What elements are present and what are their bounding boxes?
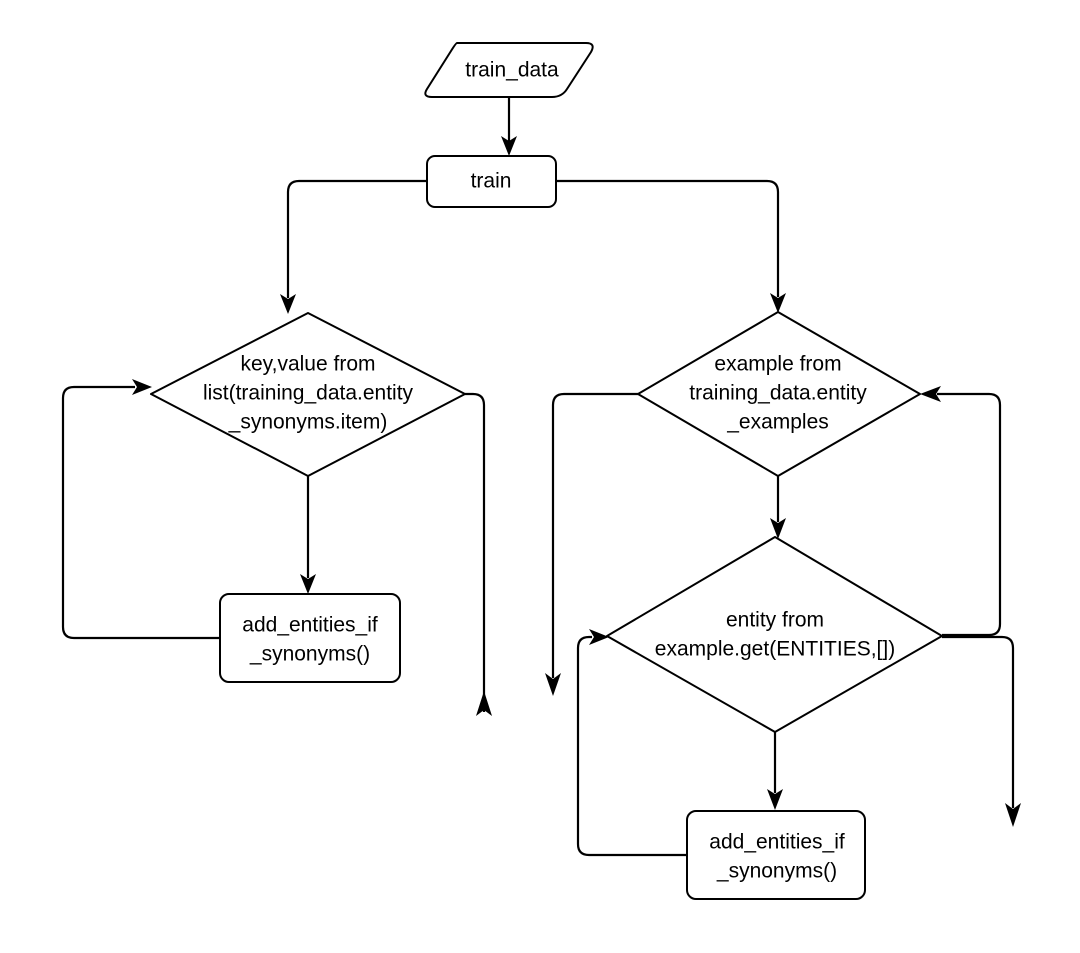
loop-entity-example-get-entities-label-line1: entity from bbox=[726, 609, 824, 632]
edge-add-entities-right-back-to-loop-entities bbox=[576, 629, 687, 857]
loop-key-value-entity-synonyms-label-line3: _synonyms.item) bbox=[228, 411, 388, 434]
edge-loop-entities-to-add-entities-right bbox=[767, 732, 783, 810]
loop-key-value-entity-synonyms-label-line2: list(training_data.entity bbox=[203, 382, 414, 405]
process-add-entities-if-synonyms-right-label-line1: add_entities_if bbox=[709, 831, 845, 854]
input-train-data[interactable]: train_data bbox=[424, 42, 594, 98]
edge-loop-examples-to-loop-entities bbox=[770, 476, 786, 539]
edge-loop-entities-back-to-loop-examples bbox=[920, 386, 1002, 637]
loop-example-entity-examples[interactable]: example from training_data.entity _examp… bbox=[637, 311, 921, 477]
process-add-entities-if-synonyms-right-label-line2: _synonyms() bbox=[716, 860, 837, 883]
loop-key-value-entity-synonyms-label-line1: key,value from bbox=[241, 353, 376, 376]
loop-entity-example-get-entities[interactable]: entity from example.get(ENTITIES,[]) bbox=[606, 536, 943, 733]
edge-train-data-to-train bbox=[501, 97, 517, 156]
loop-example-entity-examples-label-line1: example from bbox=[714, 353, 841, 376]
input-train-data-label: train_data bbox=[465, 59, 559, 82]
edge-train-to-loop-synonyms bbox=[280, 179, 427, 314]
process-add-entities-if-synonyms-left-label-line2: _synonyms() bbox=[249, 643, 370, 666]
edge-add-entities-left-back-to-loop-synonyms bbox=[61, 379, 220, 640]
process-train[interactable]: train bbox=[426, 155, 557, 208]
edge-loop-synonyms-exit bbox=[465, 392, 492, 716]
process-add-entities-if-synonyms-right[interactable]: add_entities_if _synonyms() bbox=[686, 810, 866, 900]
loop-example-entity-examples-label-line3: _examples bbox=[726, 411, 829, 434]
edge-loop-entities-exit bbox=[942, 635, 1021, 827]
loop-entity-example-get-entities-label-line2: example.get(ENTITIES,[]) bbox=[655, 638, 895, 661]
edge-loop-examples-exit bbox=[545, 392, 638, 696]
process-add-entities-if-synonyms-left-label-line1: add_entities_if bbox=[242, 614, 378, 637]
process-add-entities-if-synonyms-left[interactable]: add_entities_if _synonyms() bbox=[219, 593, 401, 683]
edge-train-to-loop-examples bbox=[556, 179, 786, 313]
edge-loop-synonyms-to-add-entities-left bbox=[300, 476, 316, 594]
loop-example-entity-examples-label-line2: training_data.entity bbox=[689, 382, 867, 405]
process-train-label: train bbox=[471, 170, 512, 193]
loop-key-value-entity-synonyms[interactable]: key,value from list(training_data.entity… bbox=[150, 312, 466, 477]
